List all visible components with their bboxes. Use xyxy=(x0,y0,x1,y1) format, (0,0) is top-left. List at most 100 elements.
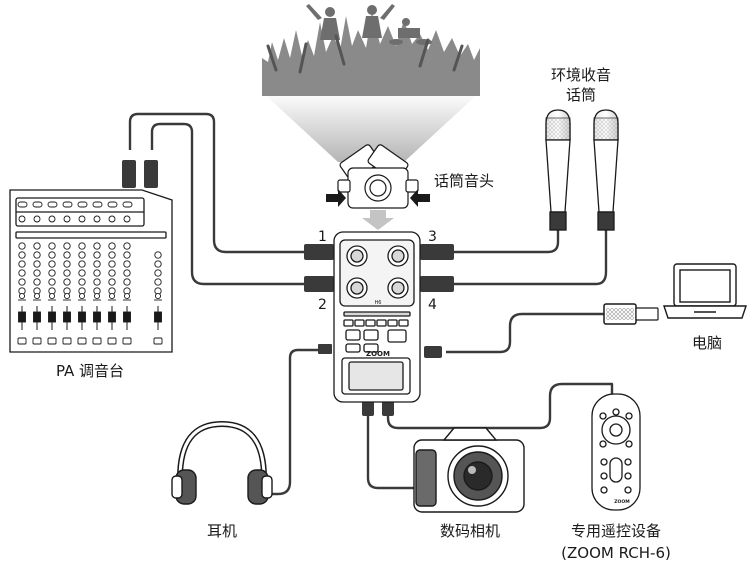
mixer-control xyxy=(62,201,73,208)
mixer-control xyxy=(17,337,27,345)
mixer-control xyxy=(47,337,57,345)
right-arrow-icon xyxy=(410,189,430,207)
mixer-control xyxy=(63,269,71,277)
mixer-control xyxy=(33,278,41,286)
xy-mic-capsule xyxy=(337,144,419,209)
mixer-control xyxy=(63,242,71,250)
mixer-control xyxy=(108,269,116,277)
mixer-control xyxy=(107,337,117,345)
mixer-control xyxy=(108,215,116,223)
mixer-control xyxy=(93,242,101,250)
mixer-control xyxy=(123,242,131,250)
mixer-control xyxy=(63,311,71,323)
mixer-control xyxy=(93,215,101,223)
mixer-control xyxy=(108,311,116,323)
h6-model-text: H6 xyxy=(375,300,382,306)
mixer-control xyxy=(18,269,26,277)
mixer-control xyxy=(93,251,101,259)
headphones xyxy=(171,420,273,505)
mixer-control xyxy=(17,201,28,208)
mixer-control xyxy=(92,337,102,345)
pa-mixer-label: PA 调音台 xyxy=(56,362,124,380)
mixer-control xyxy=(108,242,116,250)
mixer-control xyxy=(63,251,71,259)
mixer-control xyxy=(47,201,58,208)
computer-label: 电脑 xyxy=(692,334,722,352)
mixer-control xyxy=(108,278,116,286)
connectors xyxy=(122,160,659,416)
mixer-control xyxy=(78,311,86,323)
mixer-control xyxy=(18,251,26,259)
mixer-control xyxy=(63,292,71,300)
mixer-control xyxy=(78,278,86,286)
microphone-right xyxy=(593,109,619,231)
mixer-control xyxy=(123,215,131,223)
mixer-control xyxy=(107,201,118,208)
mixer-control xyxy=(18,292,26,300)
mixer-control xyxy=(154,251,162,259)
down-arrow-icon xyxy=(362,210,394,230)
concert-crowd-image xyxy=(262,4,480,162)
mixer-control xyxy=(154,269,162,277)
mixer-control xyxy=(78,260,86,268)
mixer-control xyxy=(123,278,131,286)
mixer-control xyxy=(93,278,101,286)
digital-camera xyxy=(413,427,525,513)
gain-knobs xyxy=(346,245,409,299)
mixer-control xyxy=(62,337,72,345)
mixer-control xyxy=(123,311,131,323)
mixer-control xyxy=(93,311,101,323)
mixer-control xyxy=(92,201,103,208)
mixer-control xyxy=(123,292,131,300)
mixer-control xyxy=(63,260,71,268)
mixer-control xyxy=(33,311,41,323)
mixer-control xyxy=(33,269,41,277)
mixer-control xyxy=(78,292,86,300)
mixer-control xyxy=(122,201,133,208)
mixer-control xyxy=(154,292,162,300)
mixer-control xyxy=(18,311,26,323)
microphone-left xyxy=(545,109,571,231)
mixer-control xyxy=(77,337,87,345)
mixer-control xyxy=(33,292,41,300)
camera-label: 数码相机 xyxy=(440,522,500,540)
remote-control xyxy=(591,393,641,511)
input-2-label: 2 xyxy=(318,297,327,313)
mixer-control xyxy=(33,215,41,223)
ambient-microphones xyxy=(545,109,619,231)
mixer-channel-strips xyxy=(17,201,163,345)
mixer-control xyxy=(123,260,131,268)
h6-brand-text: ZOOM xyxy=(366,350,390,358)
mixer-control xyxy=(18,242,26,250)
mixer-control xyxy=(123,251,131,259)
mixer-control xyxy=(48,215,56,223)
remote-label: 专用遥控设备 xyxy=(571,522,661,540)
ambient-mic-label-line1: 环境收音 xyxy=(551,66,611,84)
mixer-control xyxy=(154,311,162,323)
remote-brand-text: ZOOM xyxy=(614,499,630,505)
transport-buttons xyxy=(345,329,407,353)
mixer-control xyxy=(122,337,132,345)
h6-recorder xyxy=(333,231,421,403)
mixer-control xyxy=(32,337,42,345)
mixer-control xyxy=(108,260,116,268)
mixer-control xyxy=(63,215,71,223)
mixer-control xyxy=(48,269,56,277)
track-buttons xyxy=(343,319,409,327)
mixer-control xyxy=(33,251,41,259)
mixer-control xyxy=(77,201,88,208)
mixer-control xyxy=(18,260,26,268)
mixer-control xyxy=(93,260,101,268)
mixer-control xyxy=(63,278,71,286)
mixer-control xyxy=(48,242,56,250)
mixer-control xyxy=(48,251,56,259)
cables xyxy=(128,112,616,496)
mixer-control xyxy=(48,260,56,268)
mixer-control xyxy=(108,292,116,300)
mixer-control xyxy=(48,311,56,323)
mixer-control xyxy=(153,337,163,345)
ambient-mic-label-line2: 话筒 xyxy=(566,86,596,104)
remote-model-label: (ZOOM RCH-6) xyxy=(561,544,671,562)
